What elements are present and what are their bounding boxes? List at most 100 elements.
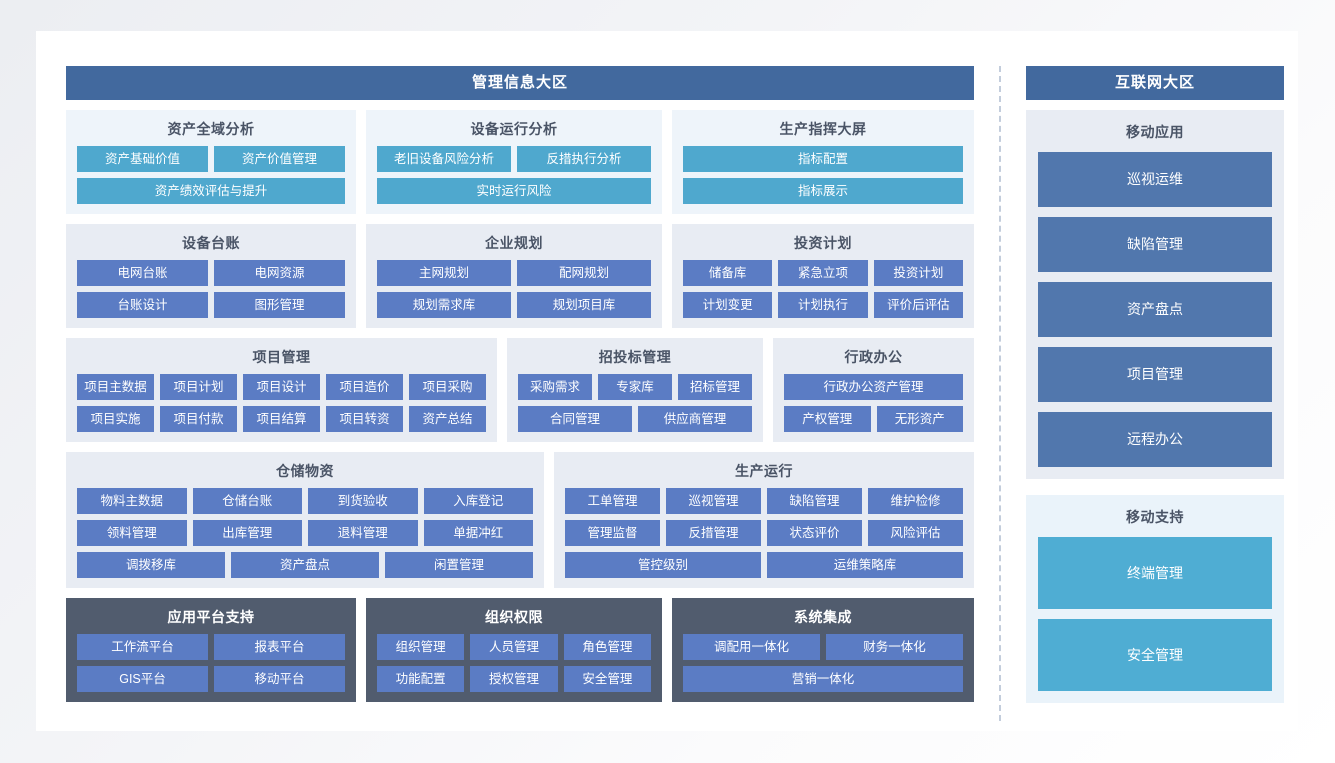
tile-defect-management[interactable]: 缺陷管理	[767, 488, 862, 514]
tile-idle-management[interactable]: 闲置管理	[385, 552, 533, 578]
tile-material-requisition[interactable]: 领料管理	[77, 520, 187, 546]
tile-status-evaluation[interactable]: 状态评价	[767, 520, 862, 546]
tile-project-cost[interactable]: 项目造价	[326, 374, 403, 400]
tile-material-return[interactable]: 退料管理	[308, 520, 418, 546]
tile-contract-management[interactable]: 合同管理	[518, 406, 632, 432]
tile-goods-acceptance[interactable]: 到货验收	[308, 488, 418, 514]
tile-project-payment[interactable]: 项目付款	[160, 406, 237, 432]
tile-project-design[interactable]: 项目设计	[243, 374, 320, 400]
tile-indicator-configuration[interactable]: 指标配置	[683, 146, 963, 172]
tile-investment-plan[interactable]: 投资计划	[873, 260, 963, 286]
tile-inbound-registration[interactable]: 入库登记	[423, 488, 533, 514]
group-title: 仓储物资	[276, 463, 334, 479]
tile-property-rights-management[interactable]: 产权管理	[784, 406, 871, 432]
tile-admin-office-asset-management[interactable]: 行政办公资产管理	[784, 374, 963, 400]
group-application-platform-support: 应用平台支持 工作流平台 报表平台 GIS平台 移动平台	[66, 598, 356, 702]
tile-outbound-management[interactable]: 出库管理	[192, 520, 302, 546]
tile-organization-management[interactable]: 组织管理	[377, 634, 465, 660]
left-row-5: 应用平台支持 工作流平台 报表平台 GIS平台 移动平台 组织权限	[66, 598, 974, 702]
tile-ops-strategy-library[interactable]: 运维策略库	[767, 552, 963, 578]
tile-asset-inventory-mobile[interactable]: 资产盘点	[1038, 282, 1272, 337]
tile-personnel-management[interactable]: 人员管理	[470, 634, 558, 660]
tile-role-management[interactable]: 角色管理	[563, 634, 651, 660]
tile-mobile-platform[interactable]: 移动平台	[214, 666, 345, 692]
zone-management-information: 管理信息大区 资产全域分析 资产基础价值 资产价值管理 资产绩效评估与提升	[66, 66, 974, 712]
tile-finance-integration[interactable]: 财务一体化	[826, 634, 963, 660]
tile-maintenance-repair[interactable]: 维护检修	[868, 488, 963, 514]
tile-project-master-data[interactable]: 项目主数据	[77, 374, 154, 400]
tile-project-procurement[interactable]: 项目采购	[409, 374, 486, 400]
group-title: 企业规划	[485, 235, 543, 251]
tile-dispatch-integration[interactable]: 调配用一体化	[683, 634, 820, 660]
tile-security-management[interactable]: 安全管理	[563, 666, 651, 692]
group-production-command-screen: 生产指挥大屏 指标配置 指标展示	[672, 110, 974, 214]
tile-marketing-integration[interactable]: 营销一体化	[683, 666, 963, 692]
tile-grid-resource[interactable]: 电网资源	[214, 260, 345, 286]
tile-supplier-management[interactable]: 供应商管理	[638, 406, 752, 432]
tile-workflow-platform[interactable]: 工作流平台	[77, 634, 208, 660]
group-title: 移动应用	[1126, 124, 1184, 140]
left-row-2: 设备台账 电网台账 电网资源 台账设计 图形管理 企业规划	[66, 224, 974, 328]
group-organization-permission: 组织权限 组织管理 人员管理 角色管理 功能配置 授权管理 安全管理	[366, 598, 662, 702]
tile-asset-base-value[interactable]: 资产基础价值	[77, 146, 208, 172]
architecture-diagram: 管理信息大区 资产全域分析 资产基础价值 资产价值管理 资产绩效评估与提升	[66, 66, 1291, 721]
tile-project-plan[interactable]: 项目计划	[160, 374, 237, 400]
tile-inspection-ops[interactable]: 巡视运维	[1038, 152, 1272, 207]
group-investment-plan: 投资计划 储备库 紧急立项 投资计划 计划变更 计划执行 评价后评估	[672, 224, 974, 328]
tile-post-evaluation[interactable]: 评价后评估	[873, 292, 963, 318]
tile-function-configuration[interactable]: 功能配置	[377, 666, 465, 692]
tile-planning-demand-library[interactable]: 规划需求库	[377, 292, 511, 318]
tile-emergency-project[interactable]: 紧急立项	[778, 260, 868, 286]
group-title: 组织权限	[485, 609, 543, 625]
page-card: 管理信息大区 资产全域分析 资产基础价值 资产价值管理 资产绩效评估与提升	[36, 31, 1298, 731]
tile-control-level[interactable]: 管控级别	[565, 552, 761, 578]
tile-expert-library[interactable]: 专家库	[598, 374, 672, 400]
tile-main-grid-planning[interactable]: 主网规划	[377, 260, 511, 286]
tile-distribution-grid-planning[interactable]: 配网规划	[517, 260, 651, 286]
group-title: 投资计划	[794, 235, 852, 251]
tile-project-implementation[interactable]: 项目实施	[77, 406, 154, 432]
group-asset-global-analysis: 资产全域分析 资产基础价值 资产价值管理 资产绩效评估与提升	[66, 110, 356, 214]
tile-plan-change[interactable]: 计划变更	[683, 292, 773, 318]
tile-plan-execution[interactable]: 计划执行	[778, 292, 868, 318]
tile-risk-assessment[interactable]: 风险评估	[868, 520, 963, 546]
tile-ledger-design[interactable]: 台账设计	[77, 292, 208, 318]
tile-project-settlement[interactable]: 项目结算	[243, 406, 320, 432]
tile-remote-office[interactable]: 远程办公	[1038, 412, 1272, 467]
tile-work-order-management[interactable]: 工单管理	[565, 488, 660, 514]
group-warehouse-materials: 仓储物资 物料主数据 仓储台账 到货验收 入库登记 领料管理 出库管理 退料管理	[66, 452, 544, 588]
tile-transfer-relocation[interactable]: 调拨移库	[77, 552, 225, 578]
tile-procurement-demand[interactable]: 采购需求	[518, 374, 592, 400]
tile-asset-inventory[interactable]: 资产盘点	[231, 552, 379, 578]
tile-planning-project-library[interactable]: 规划项目库	[517, 292, 651, 318]
tile-asset-summary[interactable]: 资产总结	[409, 406, 486, 432]
tile-asset-performance-evaluation[interactable]: 资产绩效评估与提升	[77, 178, 345, 204]
tile-warehouse-ledger[interactable]: 仓储台账	[192, 488, 302, 514]
tile-asset-value-management[interactable]: 资产价值管理	[214, 146, 345, 172]
tile-document-reversal[interactable]: 单据冲红	[423, 520, 533, 546]
tile-graphic-management[interactable]: 图形管理	[214, 292, 345, 318]
tile-grid-ledger[interactable]: 电网台账	[77, 260, 208, 286]
tile-material-master-data[interactable]: 物料主数据	[77, 488, 187, 514]
tile-management-supervision[interactable]: 管理监督	[565, 520, 660, 546]
tile-project-capitalization[interactable]: 项目转资	[326, 406, 403, 432]
tile-gis-platform[interactable]: GIS平台	[77, 666, 208, 692]
tile-countermeasure-management[interactable]: 反措管理	[666, 520, 761, 546]
tile-countermeasure-execution-analysis[interactable]: 反措执行分析	[517, 146, 651, 172]
tile-indicator-display[interactable]: 指标展示	[683, 178, 963, 204]
tile-reserve-library[interactable]: 储备库	[683, 260, 773, 286]
group-title: 资产全域分析	[167, 121, 255, 137]
tile-project-management-mobile[interactable]: 项目管理	[1038, 347, 1272, 402]
group-mobile-support: 移动支持 终端管理 安全管理	[1026, 495, 1284, 703]
tile-defect-management-mobile[interactable]: 缺陷管理	[1038, 217, 1272, 272]
tile-authorization-management[interactable]: 授权管理	[470, 666, 558, 692]
tile-bidding-management[interactable]: 招标管理	[678, 374, 752, 400]
tile-terminal-management[interactable]: 终端管理	[1038, 537, 1272, 609]
tile-inspection-management[interactable]: 巡视管理	[666, 488, 761, 514]
tile-intangible-assets[interactable]: 无形资产	[876, 406, 963, 432]
tile-realtime-operation-risk[interactable]: 实时运行风险	[377, 178, 651, 204]
tile-old-equipment-risk-analysis[interactable]: 老旧设备风险分析	[377, 146, 511, 172]
zone-internet: 互联网大区 移动应用 巡视运维 缺陷管理 资产盘点 项目管理 远程办公 移动支持…	[1026, 66, 1284, 719]
tile-report-platform[interactable]: 报表平台	[214, 634, 345, 660]
tile-security-management-mobile[interactable]: 安全管理	[1038, 619, 1272, 691]
